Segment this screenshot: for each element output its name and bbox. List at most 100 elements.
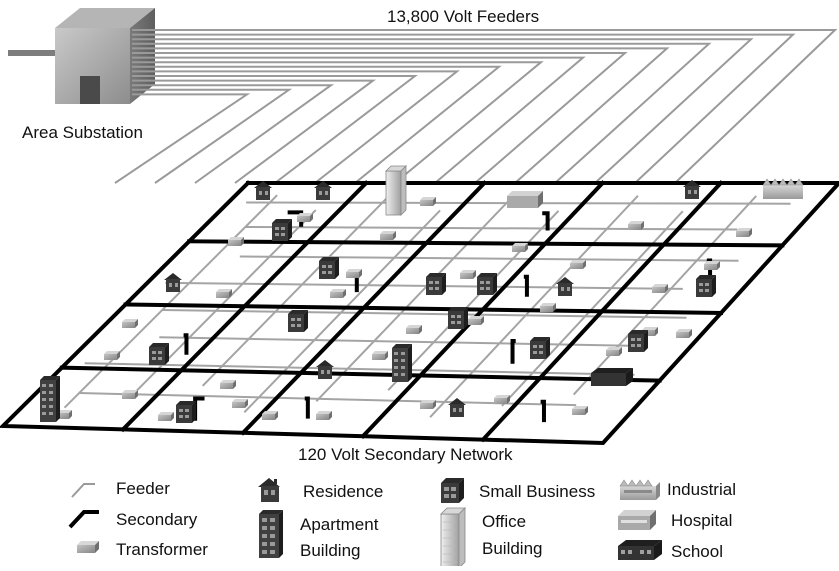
feeder-line [132, 33, 796, 184]
transformer-icon [380, 231, 396, 240]
secondary-column [480, 180, 724, 443]
legend-hospital: Hospital [671, 511, 733, 530]
small-business-icon [426, 273, 446, 295]
transformer-icon [540, 303, 556, 312]
apartment-building-icon [40, 376, 60, 422]
transformer-icon [420, 400, 436, 409]
small-business-icon [448, 307, 468, 329]
office-building-icon [440, 507, 466, 569]
substation-input-line [8, 50, 58, 56]
secondary-row [187, 239, 785, 248]
small-business-icon [530, 337, 550, 359]
feeder-grid-line [79, 392, 577, 407]
transformer-icon [460, 270, 476, 279]
legend-feeder: Feeder [116, 479, 170, 498]
feeder-line [132, 88, 293, 184]
secondary-stub [540, 399, 546, 423]
feeder-line [132, 65, 502, 184]
feeder-grid-line [63, 194, 278, 409]
secondary-stub [510, 339, 516, 364]
feeder-grid-line [429, 195, 639, 418]
feeder-grid-line [201, 194, 391, 387]
feeder-line [132, 70, 460, 184]
legend-school: School [671, 542, 723, 561]
school-icon [618, 540, 662, 560]
small-business-icon [696, 275, 716, 297]
secondary-stub [523, 274, 529, 297]
residence-icon [448, 398, 466, 417]
feeder-grid-line [165, 281, 683, 290]
feeder-line [132, 42, 712, 184]
legend-transformer: Transformer [116, 540, 208, 559]
transformer-icon [406, 325, 422, 334]
legend-office-line2: Building [482, 539, 543, 558]
feeder-line [132, 47, 670, 184]
secondary-column [360, 180, 606, 440]
feeder-line [132, 75, 418, 184]
feeder-legend-icon [71, 483, 95, 498]
legend-small-business: Small Business [479, 482, 596, 501]
transformer-icon [372, 351, 388, 360]
secondary-row [59, 365, 662, 383]
small-business-icon [288, 310, 308, 332]
small-business-icon [628, 330, 648, 352]
feeder-line [132, 38, 754, 184]
feeder-line [132, 29, 838, 184]
hospital-icon [618, 510, 656, 530]
industrial-icon [619, 479, 660, 500]
transformer-icon [468, 316, 484, 325]
transformer-icon [676, 329, 692, 338]
legend-icons [68, 478, 662, 569]
residence-icon [258, 478, 280, 502]
secondary-stub [193, 396, 205, 421]
transformer-icon [628, 221, 644, 230]
small-business-icon [149, 343, 169, 365]
transformer-icon [316, 411, 332, 420]
transformer-icon [216, 289, 232, 298]
legend-secondary: Secondary [116, 510, 198, 529]
residence-icon [164, 273, 182, 292]
residence-icon [254, 181, 272, 200]
transformer-icon [346, 269, 362, 278]
transformer-icon [570, 260, 586, 269]
transformer-icon [606, 347, 622, 356]
feeder-line [132, 61, 544, 184]
legend-residence: Residence [303, 482, 384, 501]
legend-office-line1: Office [482, 512, 527, 531]
secondary-column [240, 180, 488, 436]
apartment-building-icon [392, 344, 412, 382]
hospital-icon [507, 191, 543, 208]
secondary-stub [542, 211, 550, 231]
small-business-icon [272, 219, 292, 241]
network-label: 120 Volt Secondary Network [298, 445, 513, 464]
secondary-stub [304, 396, 310, 419]
feeder-line [114, 93, 251, 184]
transformer-icon [494, 395, 510, 404]
transformer-icon [297, 213, 313, 222]
feeder-lines [114, 29, 838, 184]
feeder-line [132, 56, 586, 184]
industrial-icon [762, 178, 804, 199]
feeders-label: 13,800 Volt Feeders [387, 7, 540, 26]
small-business-icon [441, 478, 464, 503]
residence-icon [683, 180, 701, 199]
transformer-icon [642, 327, 658, 336]
feeder-grid-line [239, 255, 739, 262]
transformer-icon [232, 399, 248, 408]
transformer-icon [736, 228, 752, 237]
transformer-icon [228, 237, 244, 246]
feeder-grid-line [572, 195, 757, 396]
transformer-icon [122, 390, 138, 399]
residence-icon [556, 277, 574, 296]
grid-buildings [40, 165, 804, 423]
secondary-legend-icon [68, 510, 99, 529]
transformer-icon [262, 411, 278, 420]
feeder-grid-line [245, 225, 738, 231]
transformer-icon [704, 261, 720, 270]
secondary-column [120, 180, 370, 433]
legend-industrial: Industrial [667, 480, 736, 499]
transformer-icon [652, 284, 668, 293]
apartment-building-icon [259, 510, 283, 558]
